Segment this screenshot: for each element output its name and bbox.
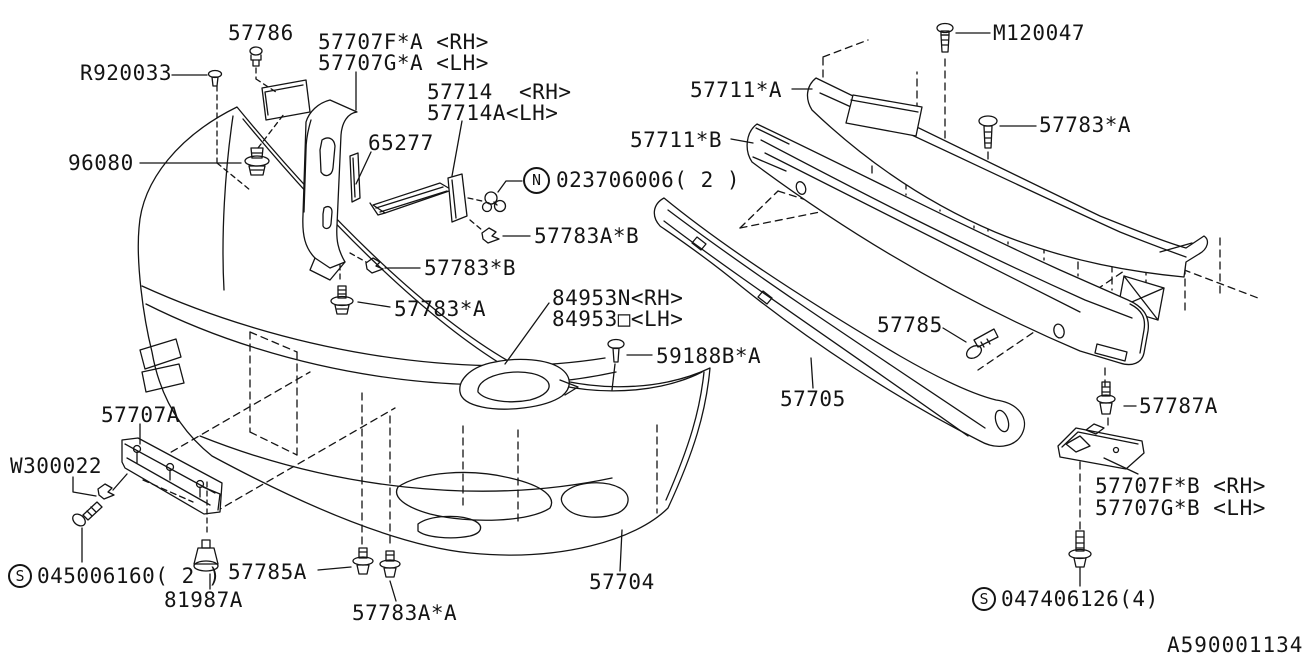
part-label-57787a: 57787A — [1139, 394, 1218, 418]
fastener-screw-047406126 — [1068, 530, 1092, 568]
part-label-84953-lh: 84953□<LH> — [552, 307, 684, 331]
construction-lines-bumper — [139, 331, 658, 549]
fastener-bolt-m120047 — [936, 22, 954, 53]
fastener-clip-w300022 — [97, 483, 115, 500]
part-label-57783a-left: 57783*A — [394, 297, 487, 321]
part-label-84953n-rh: 84953N<RH> — [552, 286, 684, 310]
part-label-57711a: 57711*A — [690, 78, 783, 102]
part-label-57707fb-rh: 57707F*B <RH> — [1095, 474, 1266, 498]
part-label-81987a: 81987A — [164, 588, 243, 612]
drawing-code: A590001134 — [1167, 633, 1304, 653]
leader-lines-dashed — [206, 67, 483, 536]
part-label-57786: 57786 — [228, 21, 294, 45]
part-label-57707ga-lh: 57707G*A <LH> — [318, 51, 489, 75]
part-label-57704: 57704 — [589, 570, 655, 594]
fastener-screw-57783a-right — [978, 115, 998, 149]
part-label-57783a-right: 57783*A — [1039, 113, 1132, 137]
fastener-screw-045006160 — [72, 501, 103, 527]
fastener-nut-023706006 — [481, 191, 507, 213]
part-plate-57707fb — [1057, 423, 1145, 470]
fastener-clip-57783b — [365, 257, 384, 274]
part-label-57714-rh: 57714 <RH> — [427, 80, 572, 104]
fastener-bolt-57785a — [352, 547, 374, 575]
part-label-w300022: W300022 — [10, 454, 103, 478]
fastener-bolt-57783a-left — [330, 285, 354, 315]
part-label-57707gb-lh: 57707G*B <LH> — [1095, 496, 1266, 520]
part-label-57705: 57705 — [780, 387, 846, 411]
part-side-bracket-57707fa — [302, 99, 358, 281]
part-label-m120047: M120047 — [993, 21, 1086, 45]
part-label-57707a: 57707A — [101, 403, 180, 427]
part-label-57711b: 57711*B — [630, 128, 723, 152]
part-label-023706006: 023706006( 2 ) — [556, 168, 741, 192]
part-label-57785: 57785 — [877, 313, 943, 337]
fastener-screw-r920033 — [207, 69, 223, 87]
part-label-57783b: 57783*B — [424, 256, 517, 280]
fastener-bolt-57786 — [249, 46, 263, 67]
fastener-clip-57783ab — [481, 227, 500, 244]
nut-symbol-circle-n: N — [523, 167, 550, 194]
fastener-bolt-57783aa — [379, 550, 401, 578]
screw-symbol-circle-s2: S — [972, 587, 996, 611]
part-label-047406126: 047406126(4) — [1001, 587, 1159, 611]
part-label-59188ba: 59188B*A — [656, 344, 762, 368]
part-beam-lower-57711b — [746, 123, 1150, 366]
part-beam-upper-57711a — [806, 77, 1209, 321]
part-label-57783ab: 57783A*B — [534, 224, 640, 248]
leader-lines — [72, 32, 1139, 602]
fastener-clip-81987a — [193, 539, 219, 572]
part-energy-absorber-57705 — [653, 197, 1026, 447]
screw-symbol-circle-s1: S — [8, 564, 32, 588]
part-label-57714a-lh: 57714A<LH> — [427, 101, 559, 125]
part-label-96080: 96080 — [68, 151, 134, 175]
part-license-bracket-57707a — [112, 437, 223, 515]
fastener-bolt-57787a — [1096, 381, 1116, 415]
part-label-57785a: 57785A — [228, 560, 307, 584]
fastener-bolt-96080 — [244, 147, 270, 176]
part-label-r920033: R920033 — [80, 61, 173, 85]
part-upper-plate — [261, 79, 311, 121]
part-trim-strip-65277 — [349, 152, 361, 203]
part-label-045006160: 045006160( 2 ) — [37, 564, 222, 588]
part-label-65277: 65277 — [368, 131, 434, 155]
part-bracket-57714 — [369, 173, 468, 223]
part-label-57707fa-rh: 57707F*A <RH> — [318, 30, 489, 54]
part-fog-cover-84953 — [459, 358, 579, 410]
fastener-bolt-57785 — [965, 328, 999, 359]
fastener-screw-59188ba — [607, 338, 625, 363]
part-label-57783aa: 57783A*A — [352, 601, 458, 625]
